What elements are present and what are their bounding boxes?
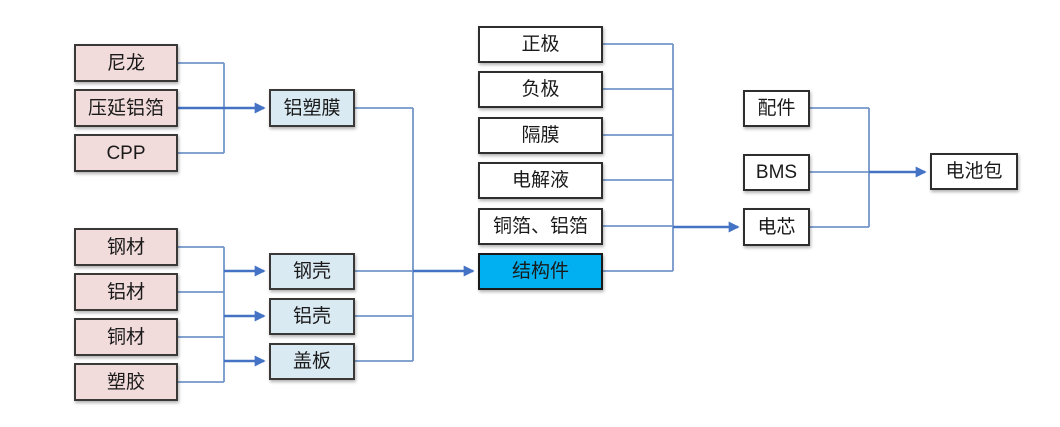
node-copper: 铜材 <box>74 318 178 356</box>
node-cpp: CPP <box>74 134 178 172</box>
node-steel-shell: 钢壳 <box>269 253 355 290</box>
node-anode: 负极 <box>478 71 603 108</box>
bus-pack-modules <box>810 107 870 228</box>
node-nylon: 尼龙 <box>74 44 178 82</box>
node-battery-cell: 电芯 <box>743 208 810 246</box>
bus-cell-materials <box>603 43 674 272</box>
node-cathode: 正极 <box>478 26 603 63</box>
node-plastic: 塑胶 <box>74 363 178 401</box>
bus-structural-components <box>355 107 414 362</box>
node-cover-plate: 盖板 <box>269 343 355 380</box>
node-structural-parts-highlighted: 结构件 <box>478 253 603 290</box>
node-bms: BMS <box>743 154 810 191</box>
node-steel: 钢材 <box>74 228 178 266</box>
node-electrolyte: 电解液 <box>478 162 603 199</box>
bus-shell-raw-materials <box>178 246 225 383</box>
node-aluminum-plastic-film: 铝塑膜 <box>269 89 355 127</box>
node-aluminum-shell: 铝壳 <box>269 298 355 335</box>
node-accessories: 配件 <box>743 90 810 127</box>
node-copper-aluminum-foils: 铜箔、铝箔 <box>478 208 603 245</box>
node-rolled-aluminum-foil: 压延铝箔 <box>74 89 178 127</box>
node-separator: 隔膜 <box>478 117 603 154</box>
node-battery-pack: 电池包 <box>930 153 1018 190</box>
node-aluminum: 铝材 <box>74 273 178 311</box>
